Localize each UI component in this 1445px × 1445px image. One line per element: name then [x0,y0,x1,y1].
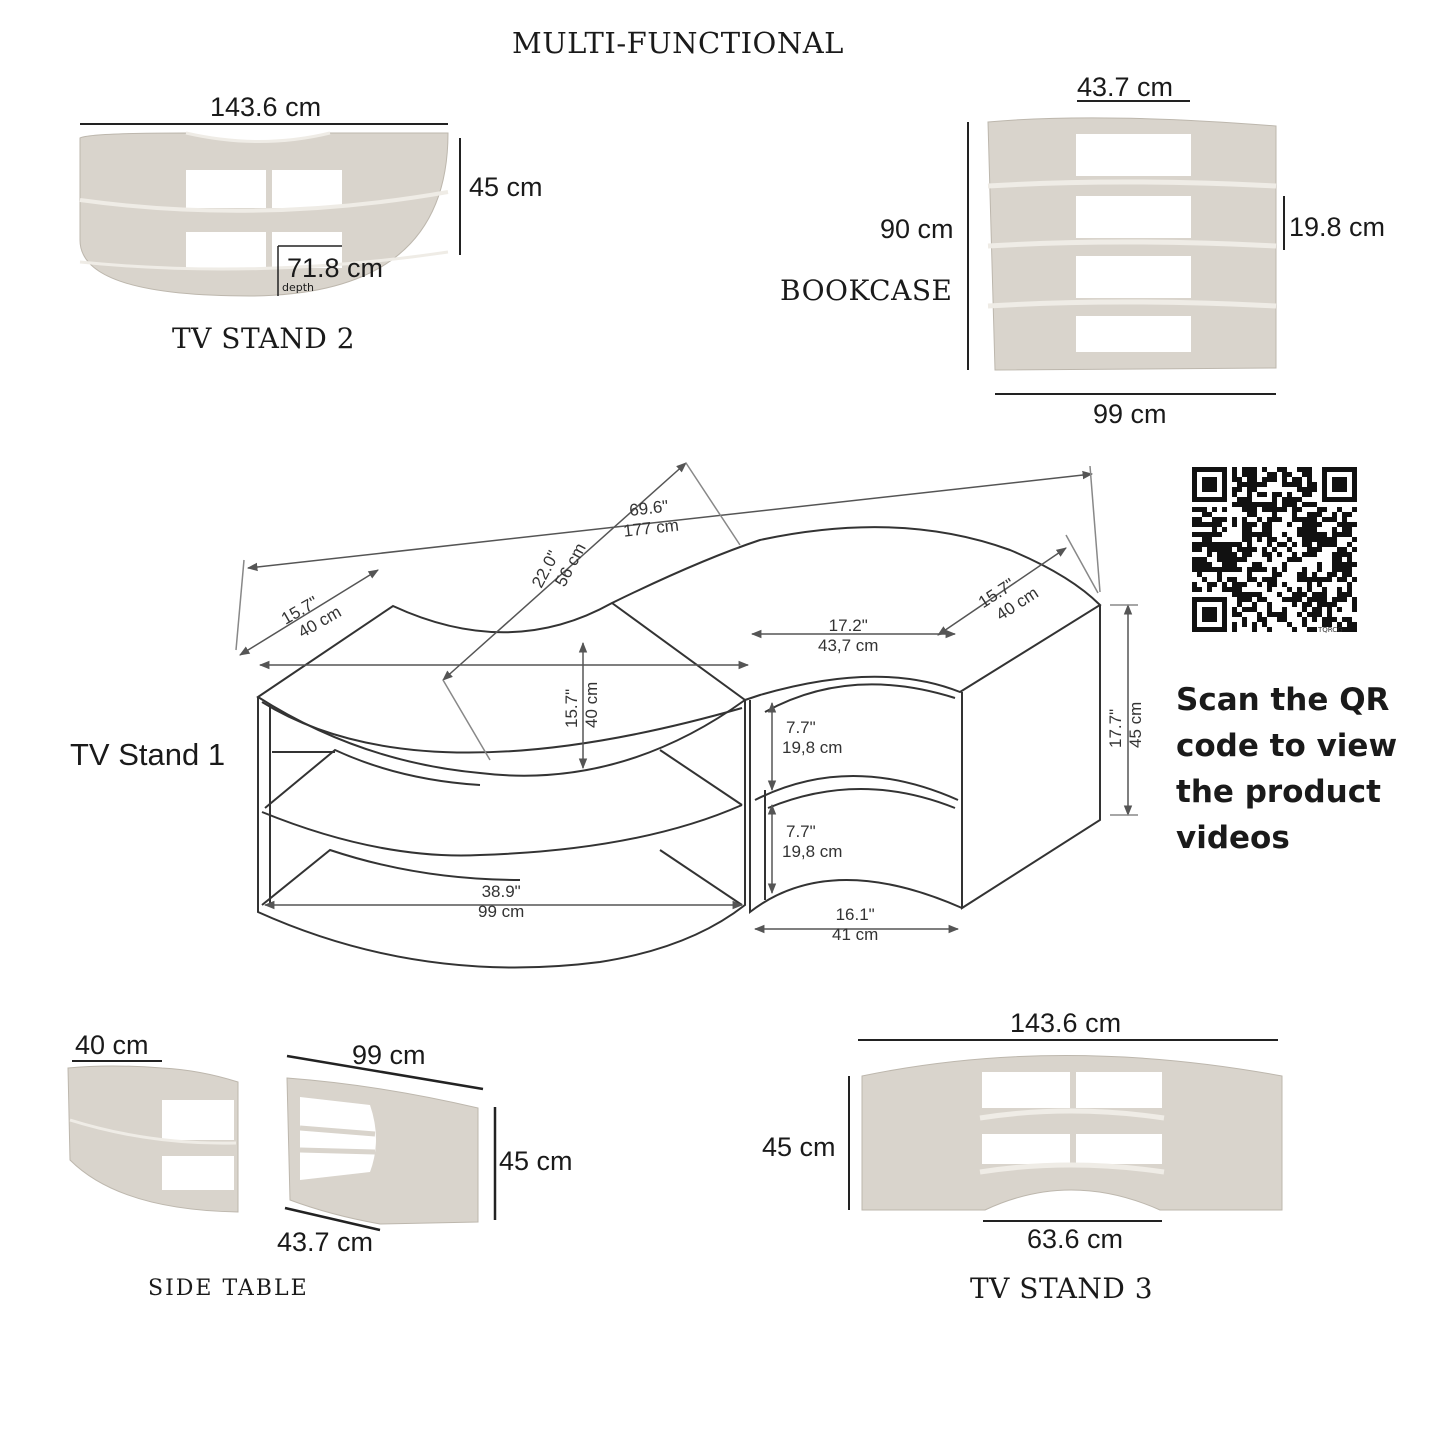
side-table-height: 45 cm [499,1146,573,1176]
side-table-label: SIDE TABLE [148,1276,309,1301]
tv-stand-2-height: 45 cm [469,172,543,202]
qr-tag: TQRCG [1318,626,1343,634]
tv-stand-1-inner-h-in: 15.7" [562,688,581,728]
tv-stand-3-drawing [848,1039,1283,1222]
tv-stand-1-top-w-in: 17.2" [828,616,868,635]
tv-stand-1-shelf-2: 7.7" 19,8 cm [782,822,842,862]
tv-stand-1-inner-height: 15.7" 40 cm [562,682,602,728]
tv-stand-1-inner-h-cm: 40 cm [582,681,601,728]
bookcase-shelf: 19.8 cm [1289,212,1386,242]
tv-stand-3-bottom: 63.6 cm [1027,1224,1124,1254]
tv-stand-3-label: TV STAND 3 [970,1272,1154,1305]
tv-stand-1-base-w-in: 16.1" [835,905,875,924]
side-table-drawing [67,1054,497,1232]
tv-stand-1-top-w-cm: 43,7 cm [818,636,879,655]
tv-stand-1-drawing [256,526,1102,969]
tv-stand-1-bottom-w-in: 38.9" [481,882,521,901]
tv-stand-1-bottom-width: 38.9" 99 cm [478,882,524,922]
tv-stand-2-width: 143.6 cm [210,92,322,122]
tv-stand-1-shelf1-in: 7.7" [786,718,816,737]
bookcase-bottom-width: 99 cm [1093,399,1167,429]
tv-stand-1-shelf2-in: 7.7" [786,822,816,841]
tv-stand-1-dimensions [235,462,1138,934]
tv-stand-1-height-in: 17.7" [1106,708,1125,748]
tv-stand-1-height: 17.7" 45 cm [1106,702,1146,748]
bookcase-label: BOOKCASE [780,274,953,307]
tv-stand-1-label: TV Stand 1 [70,737,226,772]
side-table-width: 99 cm [352,1040,426,1070]
bookcase-drawing [967,100,1285,395]
tv-stand-2-drawing [79,123,461,297]
page-title: MULTI-FUNCTIONAL [512,26,844,60]
qr-instruction: Scan the QR code to view the product vid… [1176,682,1398,856]
tv-stand-2-label: TV STAND 2 [172,322,356,355]
tv-stand-1-height-cm: 45 cm [1126,701,1145,748]
side-table-bottom: 43.7 cm [277,1227,374,1257]
tv-stand-1-shelf-1: 7.7" 19,8 cm [782,718,842,758]
tv-stand-1-shelf1-cm: 19,8 cm [782,738,843,757]
tv-stand-1-bottom-w-cm: 99 cm [478,902,525,921]
tv-stand-3-width: 143.6 cm [1010,1008,1122,1038]
qr-code-graphic [1190,465,1360,635]
tv-stand-1-base-width: 16.1" 41 cm [832,905,878,945]
tv-stand-3-height: 45 cm [762,1132,836,1162]
tv-stand-1-overall: 69.6" 177 cm [620,496,680,542]
tv-stand-2-depth-label: depth [282,281,315,294]
bookcase-top-width: 43.7 cm [1077,72,1174,102]
tv-stand-1-shelf2-cm: 19,8 cm [782,842,843,861]
tv-stand-2-depth: 71.8 cm [287,253,384,283]
tv-stand-1-base-w-cm: 41 cm [832,925,879,944]
bookcase-height: 90 cm [880,214,954,244]
tv-stand-1-top-width: 17.2" 43,7 cm [818,616,878,656]
side-table-left-width: 40 cm [75,1030,149,1060]
